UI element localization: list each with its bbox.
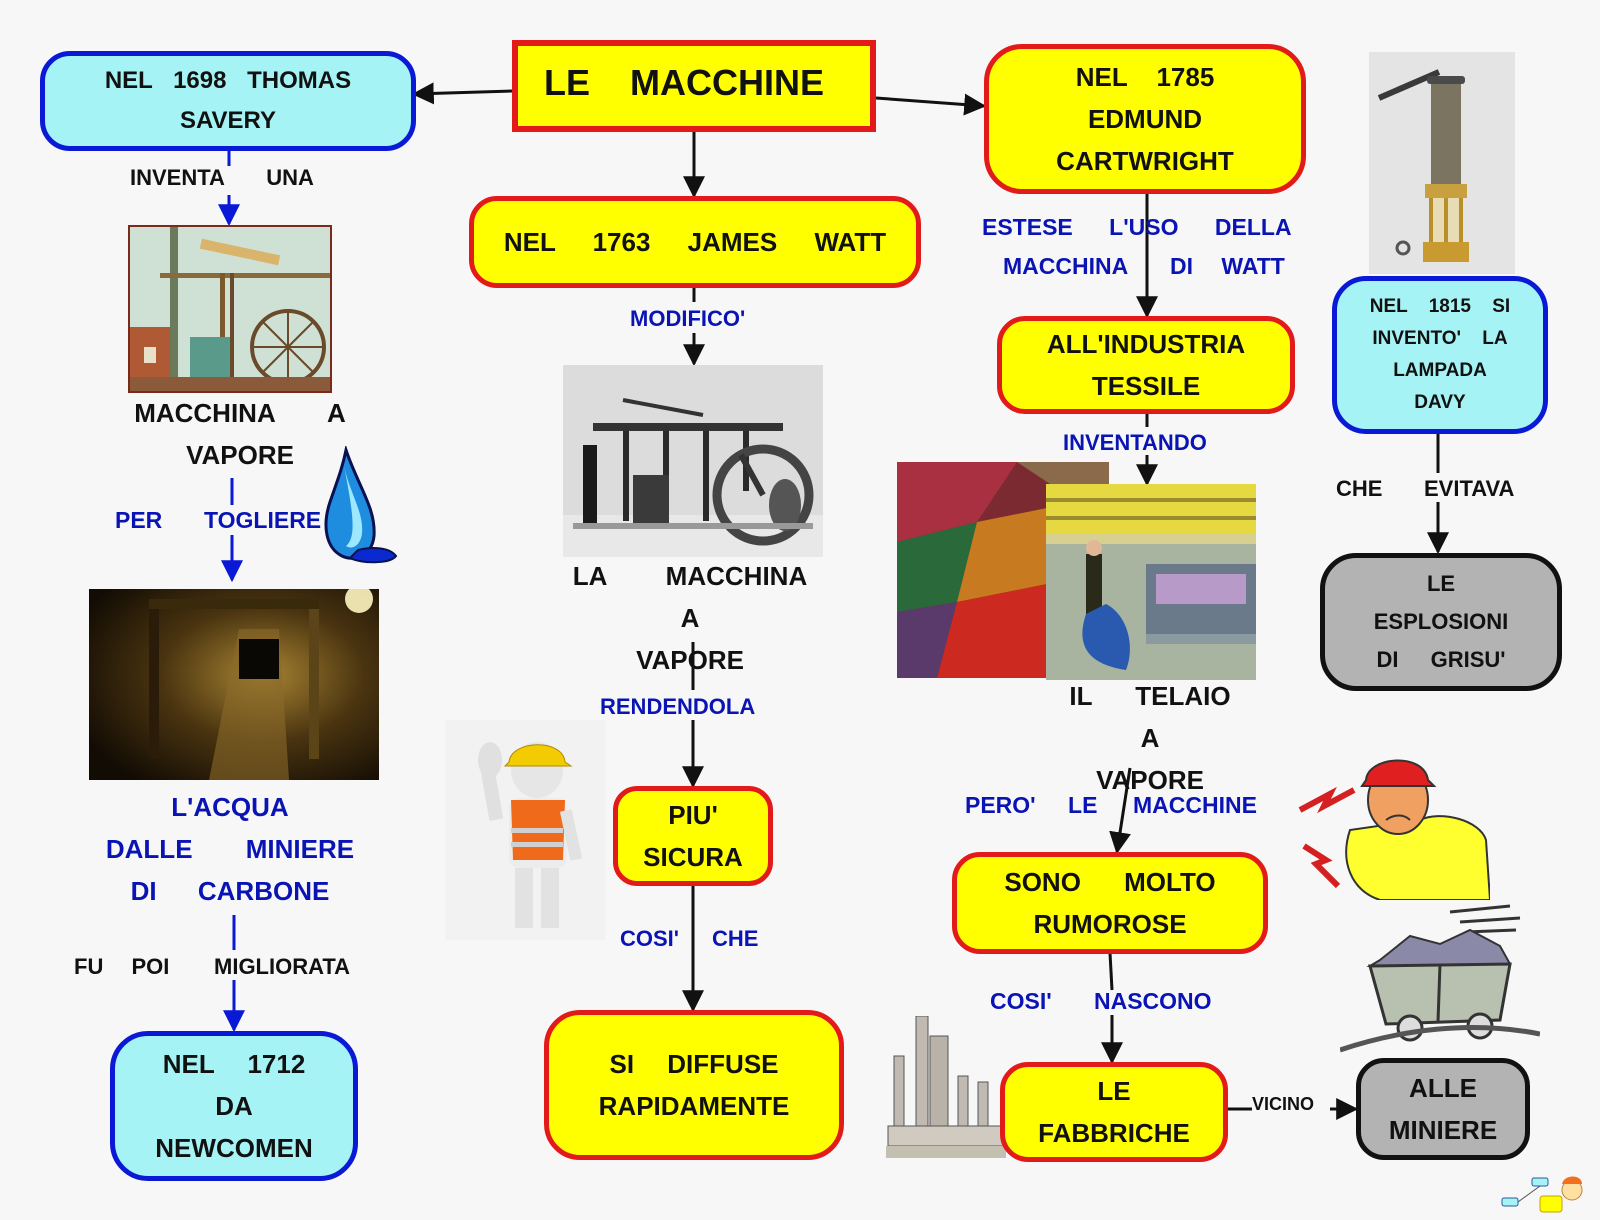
node-savery-line1: NEL 1698 THOMAS (104, 67, 352, 94)
water-drop-icon (318, 446, 398, 564)
node-grisu-line2: ESPLOSIONI (1373, 609, 1509, 634)
link-inventando: INVENTANDO (1063, 430, 1207, 455)
node-davy-line1: NEL 1815 SI (1369, 296, 1511, 317)
node-savery-line2: SAVERY (179, 107, 277, 134)
node-piu-sicura-line2: SICURA (643, 842, 743, 872)
link-macchine: MACCHINE (1133, 792, 1257, 818)
node-rumorose-line1: SONO MOLTO (1004, 867, 1216, 897)
text-acqua-dalle-miniere: L'ACQUA DALLE MINIERE DI CARBONE (70, 786, 390, 912)
node-fabbriche-line1: LE (1097, 1076, 1131, 1106)
node-cartwright-line2: EDMUND (1087, 104, 1203, 134)
mine-cart-cartoon (1340, 900, 1540, 1060)
text-line: DALLE MINIERE (105, 834, 355, 864)
node-fabbriche-line2: FABBRICHE (1038, 1118, 1190, 1148)
node-watt-label: NEL 1763 JAMES WATT (503, 226, 887, 257)
link-cosi-2: COSI' (990, 988, 1052, 1014)
root-node-le-macchine[interactable]: LE MACCHINE (512, 40, 876, 132)
node-piu-sicura[interactable]: PIU' SICURA (613, 786, 773, 886)
node-cartwright[interactable]: NEL 1785 EDMUND CARTWRIGHT (984, 44, 1306, 194)
link-che: CHE (712, 926, 759, 951)
text-line: MACCHINA A (134, 398, 346, 428)
savery-engine-picture (128, 225, 332, 393)
text-line: VAPORE (636, 645, 744, 675)
node-cartwright-line1: NEL 1785 (1075, 62, 1215, 92)
link-inventa-una: INVENTA UNA (130, 165, 314, 190)
link-evitava: EVITAVA (1424, 476, 1515, 501)
node-piu-sicura-line1: PIU' (668, 800, 718, 830)
node-sono-molto-rumorose[interactable]: SONO MOLTO RUMOROSE (952, 852, 1268, 954)
edge-root-savery (411, 82, 513, 105)
factory-drawing (886, 1016, 1006, 1158)
text-line: VAPORE (1096, 765, 1204, 795)
link-togliere: TOGLIERE (204, 507, 322, 533)
link-pero-le: PERO' LE (965, 792, 1098, 818)
node-le-fabbriche[interactable]: LE FABBRICHE (1000, 1062, 1228, 1162)
mappe-logo (1500, 1172, 1590, 1216)
node-lampada-davy[interactable]: NEL 1815 SI INVENTO' LA LAMPADA DAVY (1332, 276, 1548, 434)
node-davy-line2: INVENTO' LA (1372, 328, 1508, 349)
text-line: DI CARBONE (130, 876, 330, 906)
link-che-2: CHE (1336, 476, 1383, 501)
node-rumorose-line2: RUMOROSE (1033, 909, 1187, 939)
node-industria-tessile[interactable]: ALL'INDUSTRIA TESSILE (997, 316, 1295, 414)
node-si-diffuse[interactable]: SI DIFFUSE RAPIDAMENTE (544, 1010, 844, 1160)
safety-worker-figure (445, 720, 605, 940)
text-macchina-a-vapore-left: MACCHINA A VAPORE (120, 392, 360, 476)
edge-root-cartwright (875, 93, 987, 116)
node-tessile-line1: ALL'INDUSTRIA (1046, 329, 1246, 359)
node-newcomen[interactable]: NEL 1712 DA NEWCOMEN (110, 1031, 358, 1181)
link-fu-poi: FU POI (74, 954, 170, 979)
davy-lamp-photo (1369, 52, 1515, 274)
node-savery[interactable]: NEL 1698 THOMAS SAVERY (40, 51, 416, 151)
link-rendendola: RENDENDOLA (600, 694, 756, 719)
noisy-worker-cartoon (1290, 750, 1490, 900)
node-tessile-line2: TESSILE (1091, 371, 1201, 401)
link-migliorata: MIGLIORATA (214, 954, 351, 979)
node-si-diffuse-line1: SI DIFFUSE (609, 1049, 779, 1079)
node-si-diffuse-line2: RAPIDAMENTE (598, 1091, 790, 1121)
text-line: IL TELAIO A (1069, 681, 1231, 753)
node-grisu-line1: LE (1426, 571, 1456, 596)
node-miniere-line1: ALLE (1409, 1073, 1477, 1103)
node-grisu-line3: DI GRISU' (1376, 647, 1506, 672)
edge-telaio-rumorose (1109, 767, 1132, 855)
node-newcomen-line2: DA (215, 1091, 253, 1121)
node-james-watt[interactable]: NEL 1763 JAMES WATT (469, 196, 921, 288)
text-la-macchina-a-vapore: LA MACCHINA A VAPORE (540, 555, 840, 681)
node-newcomen-line3: NEWCOMEN (155, 1133, 313, 1163)
node-newcomen-line1: NEL 1712 (162, 1049, 306, 1079)
coal-mine-picture (89, 589, 379, 780)
steam-loom-picture (1046, 484, 1256, 680)
text-il-telaio-a-vapore: IL TELAIO A VAPORE (1045, 675, 1255, 801)
link-estese-1: ESTESE L'USO DELLA (982, 214, 1292, 240)
link-cosi: COSI' (620, 926, 680, 951)
node-cartwright-line3: CARTWRIGHT (1056, 146, 1234, 176)
link-estese-2b: DI WATT (1170, 253, 1285, 279)
root-title: LE MACCHINE (544, 62, 824, 103)
watt-engine-photo (563, 365, 823, 557)
node-alle-miniere[interactable]: ALLE MINIERE (1356, 1058, 1530, 1160)
node-davy-line3: LAMPADA (1393, 360, 1487, 381)
node-miniere-line2: MINIERE (1388, 1115, 1498, 1145)
text-line: L'ACQUA (171, 792, 289, 822)
link-nascono: NASCONO (1094, 988, 1212, 1014)
text-line: VAPORE (186, 440, 294, 470)
link-modifico: MODIFICO' (630, 306, 746, 331)
node-davy-line4: DAVY (1414, 392, 1466, 413)
link-vicino: VICINO (1252, 1094, 1315, 1114)
node-esplosioni-grisu[interactable]: LE ESPLOSIONI DI GRISU' (1320, 553, 1562, 691)
link-estese-2a: MACCHINA (1003, 253, 1129, 279)
text-line: LA MACCHINA A (572, 561, 808, 633)
link-per: PER (115, 507, 163, 533)
